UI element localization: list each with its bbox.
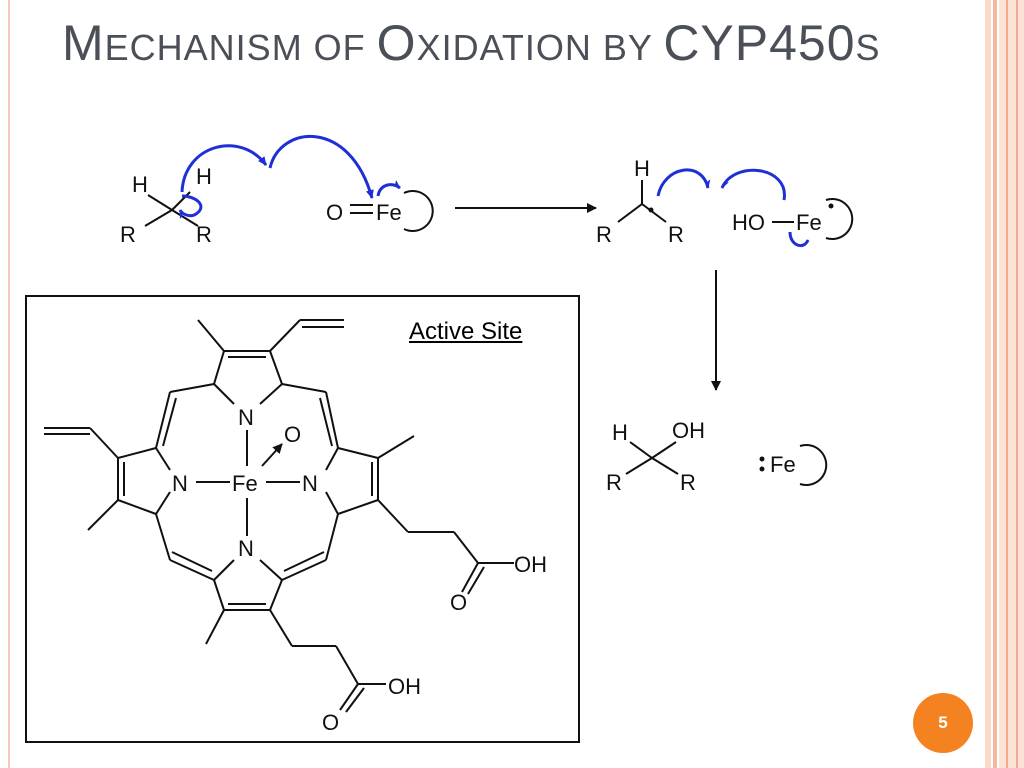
electron-arrows-step2 — [656, 168, 810, 248]
substrate-r-left: R — [120, 222, 136, 247]
substrate-molecule — [144, 191, 199, 227]
radical-dot — [648, 207, 654, 213]
substrate-h-right: H — [196, 164, 212, 189]
border-stripe-4 — [1006, 0, 1008, 768]
left-border-line — [8, 0, 10, 768]
title-part: XIDATION BY — [416, 27, 664, 68]
acid-upper-o: O — [450, 590, 467, 615]
substrate-r-right: R — [196, 222, 212, 247]
active-site-frame — [25, 295, 580, 743]
product-fe: Fe — [770, 452, 796, 477]
substrate-h-left: H — [132, 172, 148, 197]
lone-pair-dot-1 — [759, 456, 765, 462]
fe-heme-arc — [403, 190, 434, 232]
heme-fe: Fe — [232, 471, 258, 496]
n-bottom: N — [238, 536, 254, 561]
lone-pair-dot-2 — [759, 466, 765, 472]
title-part: S — [855, 27, 881, 68]
product-h: H — [612, 420, 628, 445]
fe-radical-dot — [828, 203, 834, 209]
hydroxy-fe: Fe — [796, 210, 822, 235]
product-alcohol-molecule — [625, 441, 679, 475]
title-part: ECHANISM OF — [104, 27, 377, 68]
acid-upper-oh: OH — [514, 552, 547, 577]
slide-title: MECHANISM OF OXIDATION BY CYP450S — [62, 14, 881, 72]
oxo-o: O — [326, 200, 343, 225]
hydroxy-ho: HO — [732, 210, 765, 235]
radical-h: H — [634, 156, 650, 181]
acid-lower-oh: OH — [388, 674, 421, 699]
oxo-fe: Fe — [376, 200, 402, 225]
title-part: CYP450 — [663, 15, 856, 71]
n-left: N — [172, 471, 188, 496]
border-stripe-2 — [993, 0, 997, 768]
radical-r-right: R — [668, 222, 684, 247]
fe-heme-arc-2 — [825, 198, 854, 240]
acid-lower-o: O — [322, 710, 339, 735]
heme-o: O — [284, 422, 301, 447]
n-right: N — [302, 471, 318, 496]
oxo-double-bond — [350, 204, 373, 214]
radical-molecule — [617, 180, 667, 223]
product-oh: OH — [672, 418, 705, 443]
electron-arrows-step1 — [178, 135, 401, 219]
fe-heme-arc-3 — [799, 444, 828, 486]
title-part: O — [376, 15, 417, 71]
product-r-left: R — [606, 470, 622, 495]
n-top: N — [238, 405, 254, 430]
product-r-right: R — [680, 470, 696, 495]
border-stripe-3 — [999, 0, 1024, 768]
porphyrin-skeleton — [44, 319, 514, 713]
active-site-label: Active Site — [409, 318, 523, 345]
page-number-badge: 5 — [913, 693, 973, 753]
fe-o-arrow — [261, 443, 283, 467]
border-stripe-5 — [1016, 0, 1018, 768]
title-part: M — [62, 15, 105, 71]
border-stripe-1 — [985, 0, 991, 768]
radical-r-left: R — [596, 222, 612, 247]
